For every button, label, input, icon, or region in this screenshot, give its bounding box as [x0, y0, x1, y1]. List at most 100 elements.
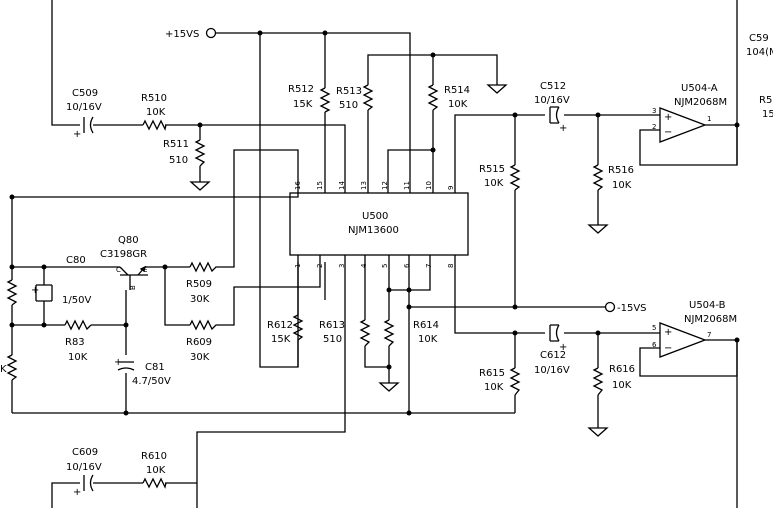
u500-pin-13: 13: [360, 181, 368, 190]
u500-pin-5: 5: [381, 264, 389, 268]
r610-resistor: [142, 477, 167, 489]
u500-pin-7: 7: [425, 264, 433, 268]
u500-pin-15: 15: [316, 181, 324, 190]
u504a-opamp: [659, 107, 707, 143]
u500-pin-11: 11: [403, 181, 411, 190]
c80-polarity: +: [31, 285, 39, 296]
u500-pin-12: 12: [381, 181, 389, 190]
c609-value: 10/16V: [66, 462, 102, 473]
labels: +15VS -15VS U500 NJM13600 U504-A NJM2068…: [0, 29, 773, 498]
c509-value: 10/16V: [66, 102, 102, 113]
r514-ref: R514: [444, 85, 470, 96]
cut-c59x-ref: C59: [749, 33, 769, 44]
r509-resistor: [189, 261, 218, 273]
c609-ref: C609: [72, 447, 98, 458]
r511-resistor: [194, 139, 206, 167]
q80-pin-e: E: [143, 266, 147, 274]
q80-part: C3198GR: [100, 249, 147, 260]
r612-ref: R612: [267, 320, 293, 331]
c80-capacitor: [35, 284, 53, 302]
c80-ref: C80: [66, 255, 86, 266]
r515-ref: R515: [479, 164, 505, 175]
u504a-ref: U504-A: [681, 83, 718, 94]
r609-ref: R609: [186, 337, 212, 348]
u500-pin-2: 2: [316, 264, 324, 268]
r612-value: 15K: [271, 334, 291, 345]
r614-value: 10K: [418, 334, 438, 345]
u500-pin-10: 10: [425, 181, 433, 190]
u504b-minus-sign: −: [664, 343, 672, 354]
r616-resistor: [592, 367, 604, 396]
r516-value: 10K: [612, 180, 632, 191]
c509-plate-minus: [89, 116, 94, 134]
u504b-plus-sign: +: [664, 327, 672, 338]
c81-capacitor: [117, 361, 135, 371]
u500-body: [289, 192, 469, 256]
u500-pin-6: 6: [403, 263, 411, 268]
c612-capacitor: [549, 324, 560, 342]
r509-ref: R509: [186, 279, 212, 290]
r510-ref: R510: [141, 93, 167, 104]
r83-resistor: [64, 319, 92, 331]
neg-rail-label: -15VS: [617, 303, 647, 314]
u500-pin-14: 14: [338, 181, 346, 190]
rail-terminals: [205, 27, 616, 313]
u504b-pin-out: 7: [707, 331, 711, 339]
r610-value: 10K: [146, 465, 166, 476]
r609-value: 30K: [190, 352, 210, 363]
c612-polarity: +: [559, 342, 567, 353]
c612-value: 10/16V: [534, 365, 570, 376]
c81-polarity: +: [114, 357, 122, 368]
q80-collector: [119, 266, 129, 276]
u504b-opamp: [659, 322, 707, 358]
u500-ref: U500: [362, 211, 388, 222]
q80-transistor: [119, 265, 148, 290]
u500-pin-9: 9: [447, 186, 455, 190]
r614-resistor-network-b: [383, 319, 395, 347]
u500-pin-3: 3: [338, 264, 346, 268]
u500-part: NJM13600: [348, 225, 399, 236]
q80-pin-b: B: [129, 285, 137, 290]
cut-r5x-ref: R5: [759, 95, 772, 106]
c512-polarity: +: [559, 123, 567, 134]
r516-ref: R516: [608, 165, 634, 176]
u500-pin-8: 8: [447, 264, 455, 268]
r513-resistor: [362, 84, 374, 111]
u504b-part: NJM2068M: [684, 314, 737, 325]
c509-ref: C509: [72, 88, 98, 99]
u504a-pin-plus: 3: [652, 107, 656, 115]
r515-resistor: [509, 164, 521, 191]
r616-ref: R616: [609, 364, 635, 375]
u504a-pin-out: 1: [707, 115, 711, 123]
r83-value: 10K: [68, 352, 88, 363]
left-resistor-lower: [6, 354, 18, 381]
r616-value: 10K: [612, 380, 632, 391]
q80-ref: Q80: [118, 235, 139, 246]
r613-value: 510: [323, 334, 342, 345]
r512-ref: R512: [288, 84, 314, 95]
r612-resistor: [292, 314, 304, 367]
r83-ref: R83: [65, 337, 85, 348]
r512-resistor: [319, 87, 331, 113]
cut-r5x-value: 15: [762, 109, 773, 120]
q80-emitter-arrow: [139, 265, 146, 273]
c509-polarity: +: [73, 129, 81, 140]
r615-ref: R615: [479, 368, 505, 379]
ground-symbols: [189, 84, 609, 437]
c512-ref: C512: [540, 81, 566, 92]
r513-ref: R513: [336, 86, 362, 97]
u500-pin-4: 4: [360, 263, 368, 268]
u504b-pin-minus: 6: [652, 341, 657, 349]
r515-value: 10K: [484, 178, 504, 189]
r613-ref: R613: [319, 320, 345, 331]
c609-polarity: +: [73, 487, 81, 498]
r511-ref: R511: [163, 139, 189, 150]
c81-ref: C81: [145, 362, 165, 373]
r615-resistor: [509, 367, 521, 396]
cut-left-value: K: [0, 364, 7, 375]
u504b-pin-plus: 5: [652, 324, 656, 332]
r511-value: 510: [169, 155, 188, 166]
r512-value: 15K: [293, 99, 313, 110]
r514-resistor: [427, 84, 439, 111]
c512-value: 10/16V: [534, 95, 570, 106]
